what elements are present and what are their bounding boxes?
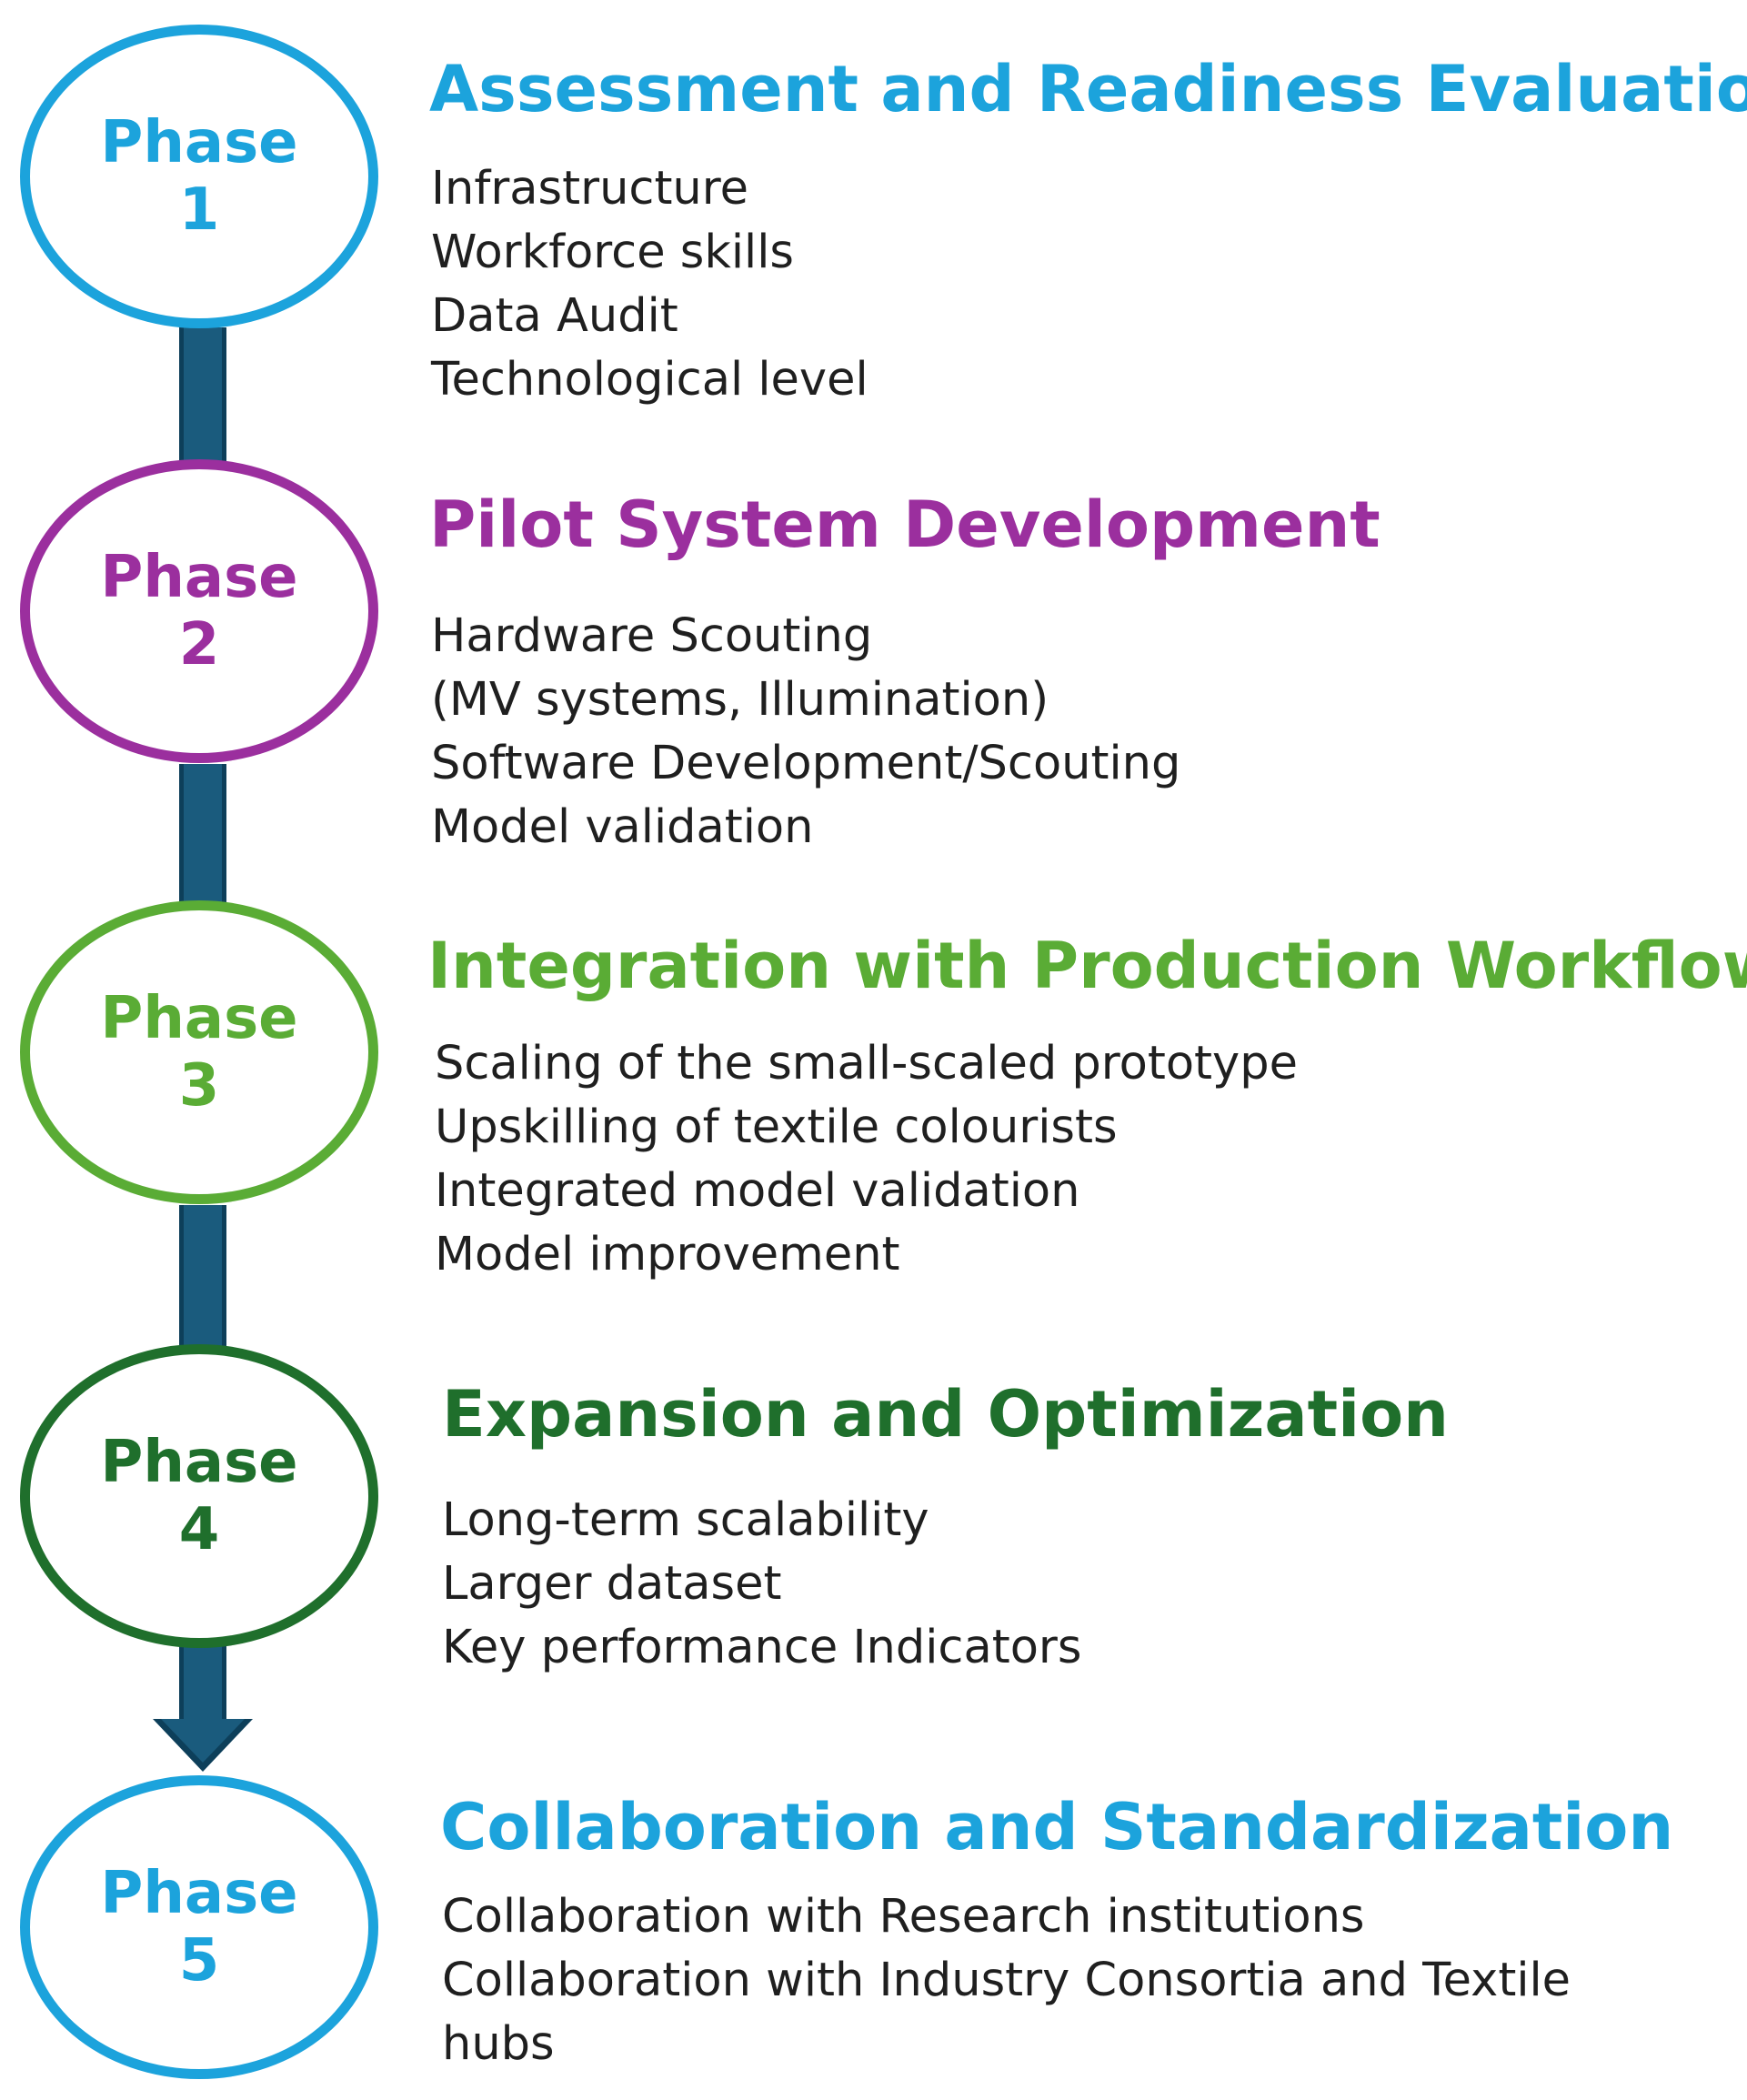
phase-4-item: Key performance Indicators (442, 1621, 1082, 1674)
phase-1-item: Workforce skills (431, 226, 794, 279)
phase-1-items: Infrastructure Workforce skills Data Aud… (431, 157, 1704, 412)
phase-1-title: Assessment and Readiness Evaluation (429, 52, 1747, 126)
phase-5-item: Collaboration with Industry Consortia an… (442, 1954, 1571, 2007)
connector-2-3 (179, 764, 226, 909)
phase-5-circle: Phase 5 (20, 1775, 378, 2079)
phase-2-item: (MV systems, Illumination) (431, 673, 1049, 727)
phase-4-items: Long-term scalability Larger dataset Key… (442, 1489, 1715, 1680)
phase-4-item: Larger dataset (442, 1557, 782, 1611)
phase-1-item: Data Audit (431, 289, 678, 343)
phase-5-item: Collaboration with Research institutions (442, 1890, 1365, 1944)
phase-1-number: 1 (178, 176, 220, 244)
phase-3-item: Upskilling of textile colourists (435, 1100, 1118, 1154)
phase-5-item: hubs (442, 2017, 555, 2071)
phase-4-circle: Phase 4 (20, 1344, 378, 1648)
phase-2-label: Phase (100, 544, 298, 611)
phase-5-label: Phase (100, 1860, 298, 1927)
phase-3-item: Integrated model validation (435, 1164, 1080, 1218)
connector-4-5 (179, 1646, 226, 1721)
phase-3-label: Phase (100, 985, 298, 1052)
phase-2-number: 2 (178, 611, 220, 678)
phase-3-item: Model improvement (435, 1228, 900, 1281)
phase-1-item: Infrastructure (431, 162, 748, 216)
phase-5-items: Collaboration with Research institutions… (442, 1885, 1715, 2076)
phase-5-number: 5 (178, 1927, 220, 1994)
arrow-head-fill (161, 1719, 245, 1763)
phase-3-circle: Phase 3 (20, 900, 378, 1204)
phase-2-item: Model validation (431, 800, 814, 854)
phase-2-item: Software Development/Scouting (431, 737, 1181, 790)
phase-4-item: Long-term scalability (442, 1493, 929, 1547)
phase-5-title: Collaboration and Standardization (440, 1790, 1674, 1864)
phase-3-items: Scaling of the small-scaled prototype Up… (435, 1032, 1708, 1287)
phase-4-number: 4 (178, 1496, 220, 1563)
phase-2-circle: Phase 2 (20, 459, 378, 763)
phase-1-item: Technological level (431, 353, 868, 407)
phase-1-circle: Phase 1 (20, 25, 378, 328)
phase-2-items: Hardware Scouting (MV systems, Illuminat… (431, 605, 1704, 859)
connector-3-4 (179, 1205, 226, 1351)
phase-2-title: Pilot System Development (429, 487, 1381, 562)
phase-4-label: Phase (100, 1429, 298, 1496)
phase-3-item: Scaling of the small-scaled prototype (435, 1037, 1298, 1090)
phase-3-number: 3 (178, 1052, 220, 1120)
phase-2-item: Hardware Scouting (431, 609, 873, 663)
phase-4-title: Expansion and Optimization (442, 1377, 1450, 1452)
phase-1-label: Phase (100, 109, 298, 176)
connector-1-2 (179, 327, 226, 473)
phase-3-title: Integration with Production Workflow (427, 929, 1747, 1003)
